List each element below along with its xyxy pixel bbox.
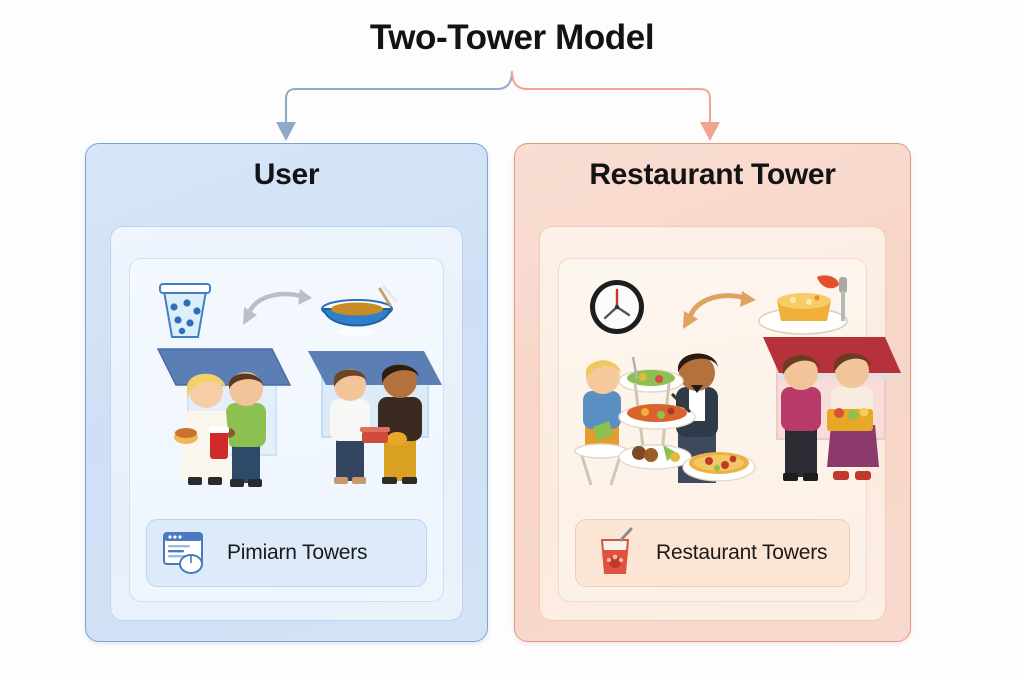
- restaurant-tower-chip-label: Restaurant Towers: [656, 541, 828, 564]
- restaurant-tower-illustration-card: Restaurant Towers: [558, 258, 901, 602]
- woman-right-figure: [827, 353, 879, 480]
- man-figure: [221, 372, 266, 487]
- restaurant-top-icon-row: [590, 275, 848, 335]
- man-right-figure: [378, 364, 422, 484]
- restaurant-tower-chip[interactable]: Restaurant Towers: [575, 519, 850, 587]
- restaurant-tower-panel[interactable]: Restaurant Tower: [514, 143, 911, 642]
- restaurant-tower-title: Restaurant Tower: [589, 158, 836, 191]
- wall-clock-icon: [590, 280, 644, 334]
- connector-right-path: [510, 70, 712, 125]
- man-left-figure: [330, 369, 370, 484]
- user-tower-title: User: [253, 158, 320, 191]
- food-plates-group: [618, 356, 696, 470]
- pizza-plate: [682, 452, 756, 482]
- user-tower-panel[interactable]: User: [85, 143, 488, 642]
- woman-figure: [174, 373, 232, 485]
- user-tower-illustration-card: Pimiarn Towers: [129, 258, 444, 602]
- diner-child-figure: [574, 360, 628, 486]
- connector-arrows: [276, 70, 720, 141]
- curved-arrow-icon: [243, 289, 312, 325]
- storefront-two-men-illustration: [308, 351, 442, 484]
- plated-dish-with-fork-icon: [758, 275, 848, 335]
- arrow-to-restaurant-tower: [700, 122, 720, 141]
- juice-glass-icon: [600, 527, 633, 574]
- woman-left-figure: [781, 355, 821, 481]
- storefront-couple-illustration: [156, 348, 292, 487]
- user-tower-chip-label: Pimiarn Towers: [227, 541, 368, 564]
- user-tower-stage: [130, 259, 443, 504]
- chef-serving-table-illustration: [574, 353, 756, 486]
- red-awning-two-women-illustration: [763, 337, 901, 481]
- user-tower-chip[interactable]: Pimiarn Towers: [146, 519, 427, 587]
- arrow-to-user-tower: [276, 122, 296, 141]
- bubble-tea-cup-icon: [159, 283, 211, 338]
- soup-bowl-icon: [321, 285, 398, 336]
- user-top-icon-row: [159, 283, 398, 338]
- curved-arrow-icon: [683, 291, 756, 329]
- user-tower-inner-panel: Pimiarn Towers: [110, 226, 463, 621]
- restaurant-tower-stage: [559, 259, 901, 504]
- connector-left-path: [284, 70, 514, 125]
- browser-window-mouse-icon: [163, 532, 203, 574]
- page-title: Two-Tower Model: [369, 18, 655, 57]
- restaurant-tower-inner-panel: Restaurant Towers: [539, 226, 901, 621]
